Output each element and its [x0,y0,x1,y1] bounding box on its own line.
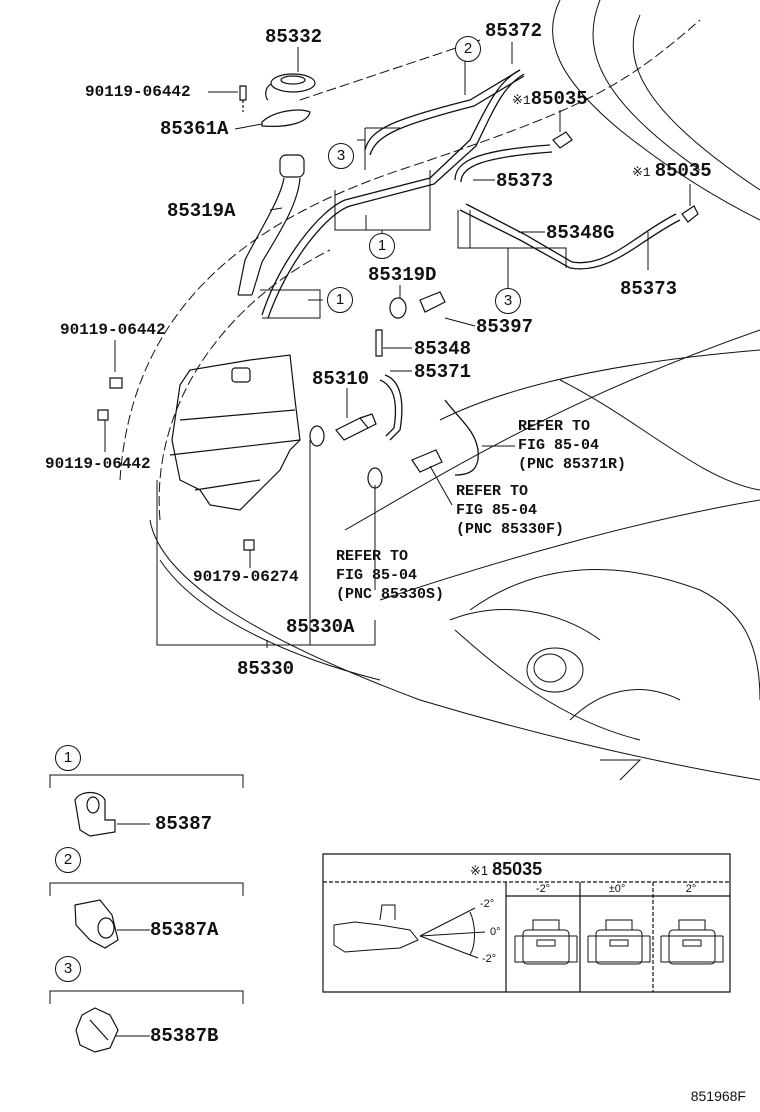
inset-angle-lower: -2° [482,953,497,965]
legend-callout-2: 2 [55,847,81,873]
callout-circle-2: 2 [455,36,481,62]
part-label-85319A[interactable]: 85319A [167,200,236,222]
legend-callout-1: 1 [55,745,81,771]
part-label-85373-a[interactable]: 85373 [496,170,554,192]
callout-circle-1-center: 1 [369,233,395,259]
callout-mark: ※1 [632,165,651,180]
part-label-90119-06442-top[interactable]: 90119-06442 [85,83,191,101]
legend-part-85387A[interactable]: 85387A [150,919,219,941]
inset-nozzle-drawing [334,905,485,958]
clip-icons [75,793,118,1053]
part-label-85397[interactable]: 85397 [476,316,534,338]
bracket-outline [262,110,310,126]
grouping-brackets [157,128,566,645]
part-label-85371[interactable]: 85371 [414,361,472,383]
vehicle-body-outline [120,20,700,520]
part-label-85310[interactable]: 85310 [312,368,370,390]
part-label-90119-06442-mid[interactable]: 90119-06442 [60,321,166,339]
inset-column-header-2: ±0° [608,883,626,895]
part-label-85361A[interactable]: 85361A [160,118,229,140]
fog-lamp-outline [450,610,600,692]
part-label-85330A[interactable]: 85330A [286,616,355,638]
joint-outline [376,330,382,356]
part-label-90119-06442-low[interactable]: 90119-06442 [45,455,151,473]
nozzles [553,132,698,222]
callout-mark: ※1 [512,93,531,108]
legend-part-85387[interactable]: 85387 [155,813,213,835]
reference-85330S[interactable]: REFER TO FIG 85-04 (PNC 85330S) [336,548,445,603]
part-number: 85035 [654,160,712,182]
clip-legend-lines [50,775,243,1036]
part-label-85330[interactable]: 85330 [237,658,295,680]
part-label-85348[interactable]: 85348 [414,338,472,360]
inset-column-header-1: -2° [535,883,551,895]
part-label-85348G[interactable]: 85348G [546,222,615,244]
part-label-85372[interactable]: 85372 [485,20,543,42]
inset-angle-upper: -2° [480,898,495,910]
part-label-85319D[interactable]: 85319D [368,264,437,286]
washer-tank-outline [170,355,300,510]
callout-circle-3-top: 3 [328,143,354,169]
reference-85371R[interactable]: REFER TO FIG 85-04 (PNC 85371R) [518,418,627,473]
callout-circle-1-left: 1 [327,287,353,313]
filler-neck [238,155,304,295]
cap-outline [266,74,315,100]
callout-circle-3-right: 3 [495,288,521,314]
legend-part-85387B[interactable]: 85387B [150,1025,219,1047]
inset-column-header-3: 2° [685,883,697,895]
vehicle-body-lines [150,0,760,780]
hoses [262,70,680,475]
part-label-85332[interactable]: 85332 [265,26,323,48]
part-label-90179-06274[interactable]: 90179-06274 [193,568,299,586]
part-number: 85035 [530,88,588,110]
pump-outline [310,292,445,488]
part-label-85373-b[interactable]: 85373 [620,278,678,300]
bolts [98,86,254,550]
callout-mark: ※1 [470,863,489,878]
inset-box-lines [323,854,730,992]
legend-callout-3: 3 [55,956,81,982]
part-label-85035-a[interactable]: ※185035 [512,90,588,109]
inset-part-number: 85035 [492,859,543,879]
inset-nozzle-views [515,920,723,964]
reference-85330F[interactable]: REFER TO FIG 85-04 (PNC 85330F) [456,483,565,538]
inset-angle-center: 0° [490,926,501,938]
figure-id: 851968F [690,1088,746,1104]
